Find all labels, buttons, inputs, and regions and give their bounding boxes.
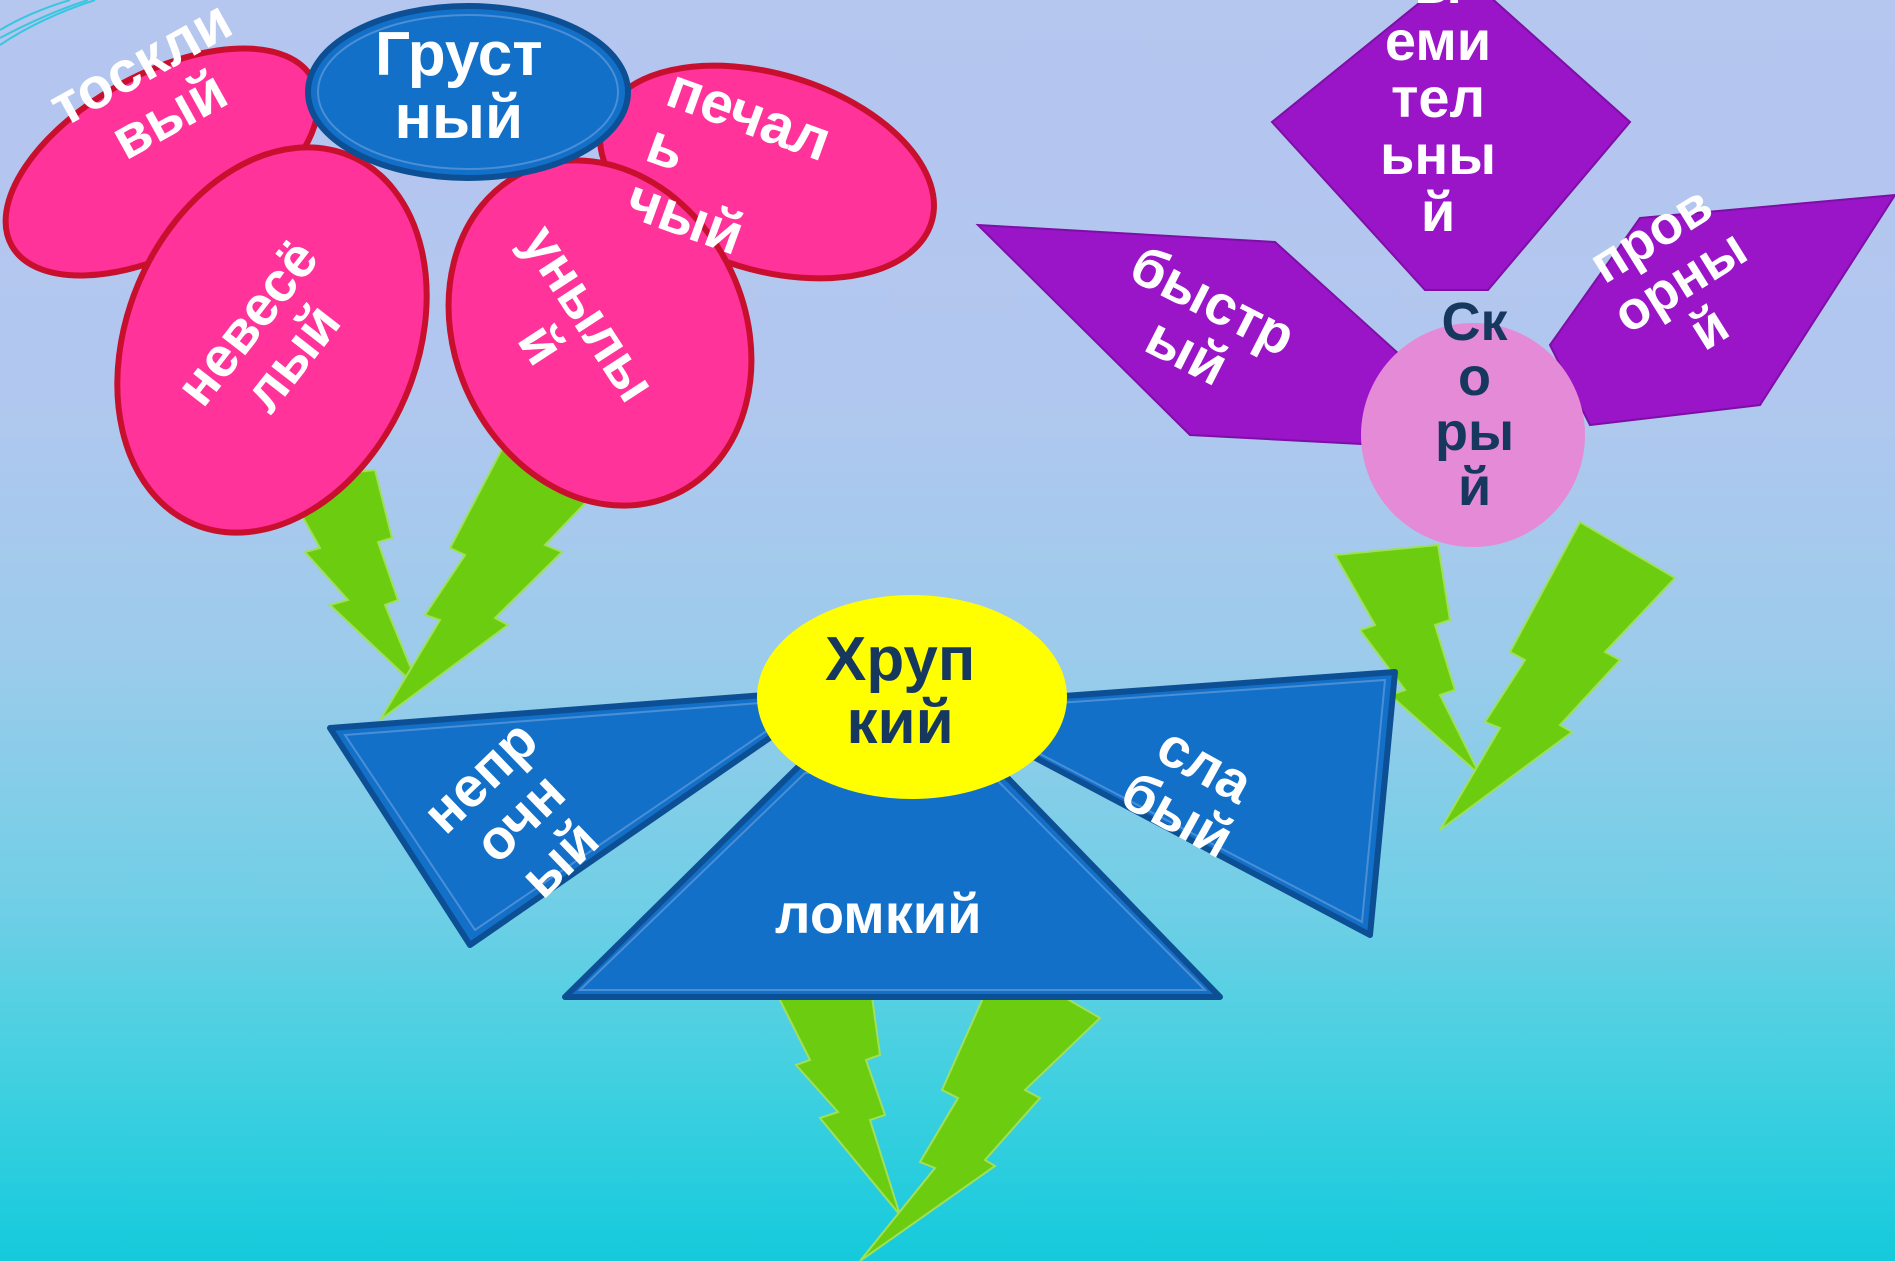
fast-flower-petals xyxy=(975,0,1895,447)
petal-stremitelny xyxy=(1270,0,1632,291)
lightning-bolt-icon xyxy=(1439,520,1677,831)
fast-flower-stem xyxy=(1333,520,1677,831)
lightning-bolt-icon xyxy=(1333,543,1481,776)
petal-provorny xyxy=(1548,193,1895,427)
lightning-bolt-icon xyxy=(280,468,421,691)
center-label-grustny: Груст ный xyxy=(375,20,543,153)
fast-flower-center xyxy=(1361,323,1585,547)
corner-swoosh xyxy=(0,0,96,46)
lightning-bolt-icon xyxy=(773,980,901,1216)
fragile-flower-stem xyxy=(773,958,1102,1261)
center-label-khrupky: Хруп кий xyxy=(825,625,976,758)
sad-flower-petals xyxy=(2,45,937,536)
center-label-skory: Ск о ры й xyxy=(1435,292,1515,518)
sad-flower-center xyxy=(305,3,631,181)
petal-nevesely xyxy=(114,144,430,536)
lightning-bolt-icon xyxy=(859,958,1102,1261)
petal-label-lomky: ломкий xyxy=(775,882,982,945)
fragile-flower-center xyxy=(757,595,1067,799)
petal-label-stremitelny: ы еми тел ьны й xyxy=(1380,0,1497,244)
